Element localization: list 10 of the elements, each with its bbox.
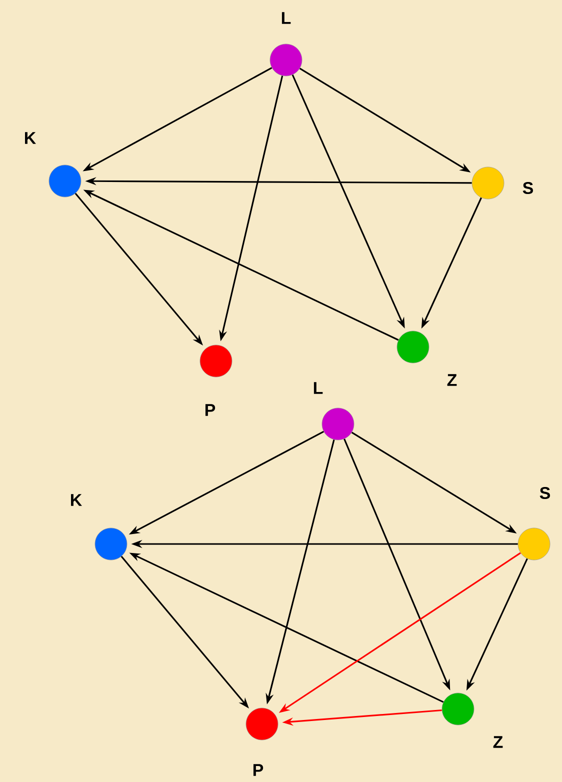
vertex-label: Z	[493, 736, 503, 748]
vertex-label: P	[253, 764, 264, 776]
vertex-label: S	[540, 486, 550, 500]
vertex-label: P	[205, 404, 216, 416]
vertex-label: Z	[447, 374, 457, 386]
vertex-label: S	[522, 182, 533, 194]
vertex-label: L	[282, 12, 291, 24]
vertex-label: L	[314, 382, 323, 394]
vertex-label: K	[25, 132, 36, 144]
vertex-label: K	[71, 494, 82, 506]
